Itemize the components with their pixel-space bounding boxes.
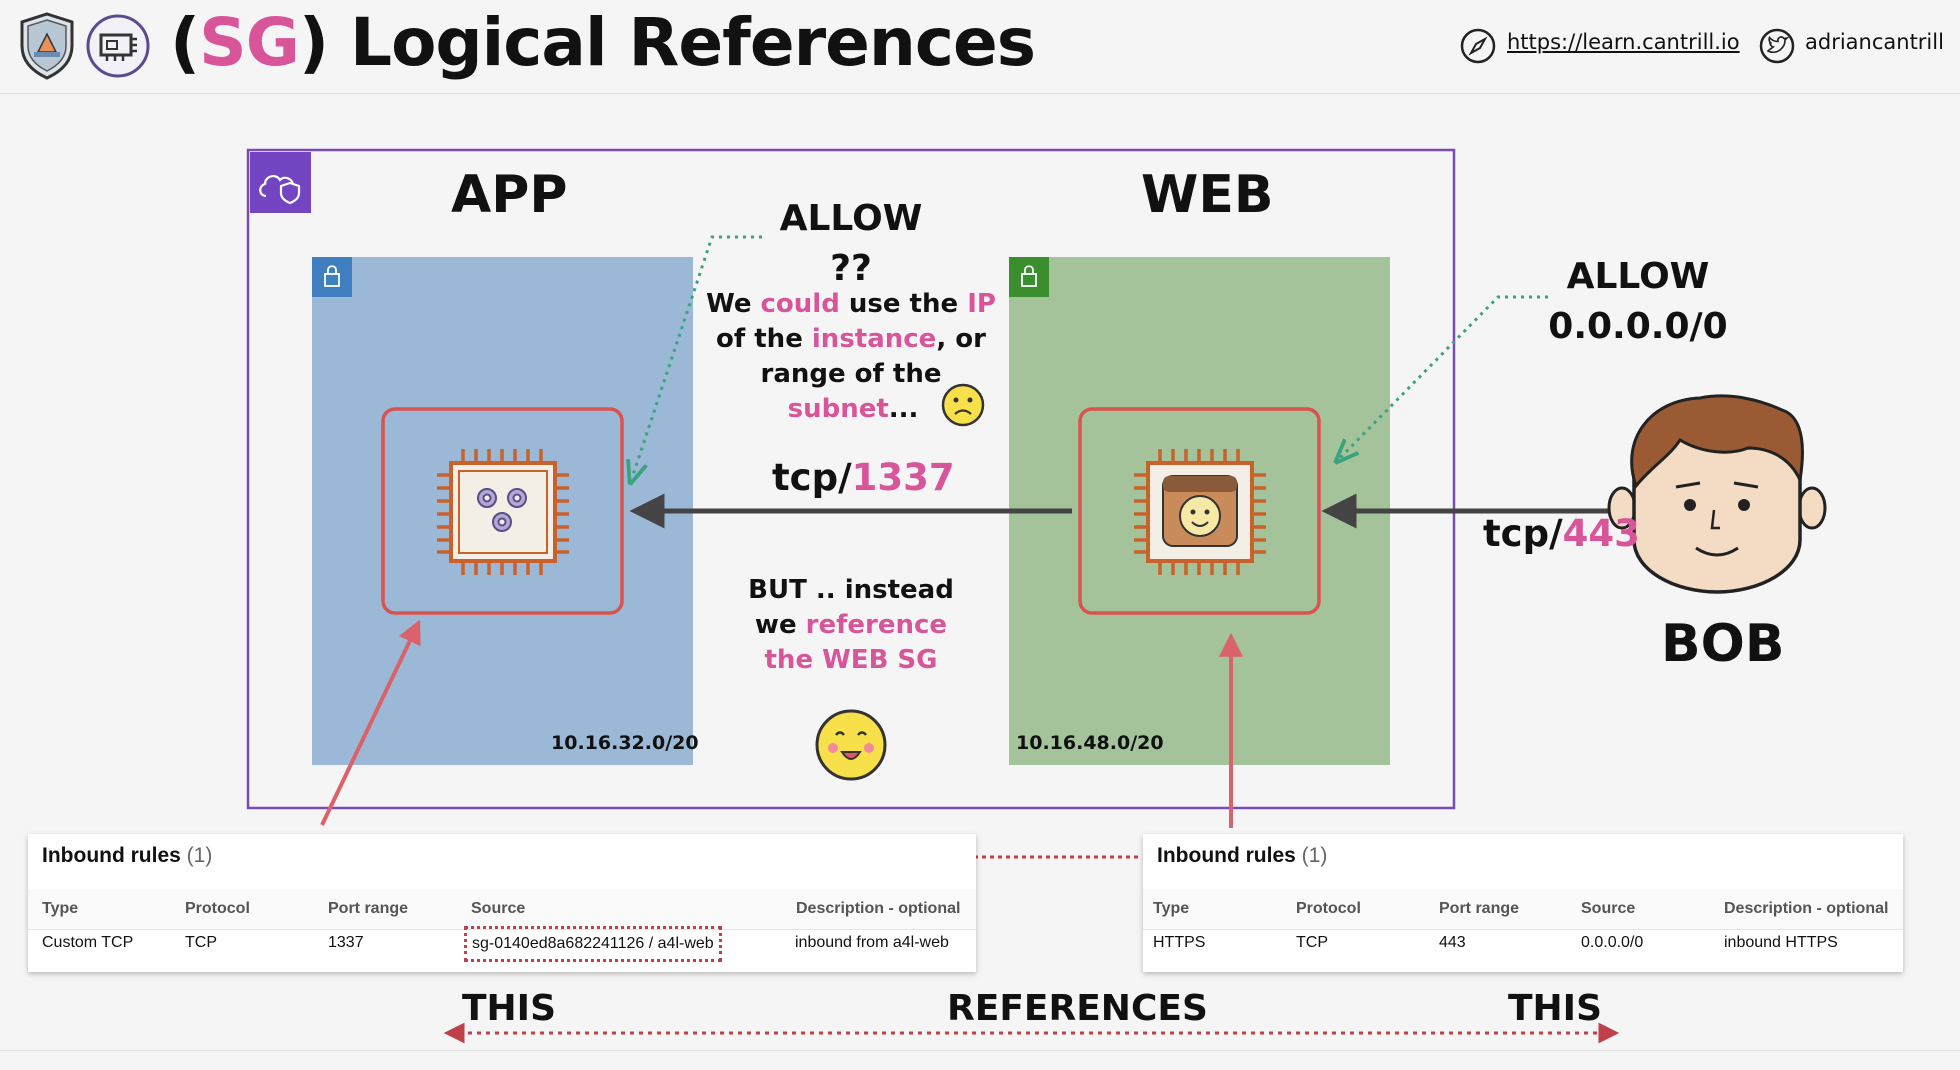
web-lock-icon	[1021, 265, 1037, 287]
course-logo-icon	[86, 14, 150, 78]
app-label: APP	[451, 165, 568, 225]
security-group-badge	[250, 152, 311, 213]
web-subnet-cidr: 10.16.48.0/20	[1016, 732, 1164, 754]
green-pointer-web	[1340, 295, 1548, 458]
column-header[interactable]: Type	[42, 900, 79, 917]
bob-avatar-icon	[1607, 394, 1827, 594]
column-header[interactable]: Port range	[1439, 900, 1520, 917]
footer-this-right: THIS	[1508, 988, 1603, 1029]
sad-face-icon	[941, 383, 985, 427]
gears-icon	[477, 488, 527, 532]
ip-option-note: We could use the IP of the instance, or …	[706, 289, 996, 424]
column-header[interactable]: Description - optional	[1724, 900, 1889, 917]
column-header[interactable]: Protocol	[1296, 900, 1361, 917]
app-lock-icon	[324, 265, 340, 287]
footer-divider	[0, 1050, 1960, 1051]
app-rules-title: Inbound rules (1)	[42, 844, 213, 867]
rule-source: 0.0.0.0/0	[1581, 934, 1644, 951]
page-title: (SG) Logical References	[170, 4, 1036, 81]
rule-type: HTTPS	[1153, 934, 1206, 951]
website-link[interactable]: https://learn.cantrill.io	[1507, 30, 1740, 54]
rule-protocol: TCP	[1296, 934, 1328, 951]
tcp-443-label: tcp/443	[1483, 512, 1640, 555]
column-header[interactable]: Port range	[328, 900, 409, 917]
app-subnet-cidr: 10.16.32.0/20	[551, 732, 699, 754]
happy-face-icon	[815, 709, 887, 781]
web-rules-title: Inbound rules (1)	[1157, 844, 1328, 867]
rule-port-range: 1337	[328, 934, 364, 951]
tcp-1337-label: tcp/1337	[772, 456, 955, 499]
web-app-icon	[1162, 475, 1238, 547]
rule-port-range: 443	[1439, 934, 1466, 951]
column-header[interactable]: Type	[1153, 900, 1190, 917]
app-instance-box	[381, 407, 624, 615]
rule-type: Custom TCP	[42, 934, 134, 951]
red-arrow-app	[320, 619, 421, 826]
cloud-shield-icon	[259, 174, 301, 205]
app-rules-header-row: Type Protocol Port range Source Descript…	[28, 889, 976, 930]
rule-protocol: TCP	[185, 934, 217, 951]
twitter-icon	[1759, 28, 1795, 64]
twitter-handle[interactable]: adriancantrill	[1805, 30, 1944, 54]
compass-icon	[1460, 28, 1496, 64]
footer-this-left: THIS	[462, 988, 557, 1029]
web-rules-header-row: Type Protocol Port range Source Descript…	[1143, 889, 1903, 930]
allow-all-note: ALLOW 0.0.0.0/0	[1548, 256, 1728, 347]
app-inbound-rules-table: Inbound rules (1) Type Protocol Port ran…	[28, 834, 976, 972]
reference-note: BUT .. instead we reference the WEB SG	[748, 575, 954, 675]
column-header[interactable]: Source	[1581, 900, 1636, 917]
app-subnet-lock-badge	[312, 257, 352, 297]
rule-description: inbound from a4l-web	[795, 934, 949, 951]
bob-label: BOB	[1661, 614, 1785, 674]
column-header[interactable]: Protocol	[185, 900, 250, 917]
web-subnet-lock-badge	[1009, 257, 1049, 297]
rule-description: inbound HTTPS	[1724, 934, 1838, 951]
column-header[interactable]: Description - optional	[796, 900, 961, 917]
green-pointer-app	[632, 235, 762, 478]
header-bar: (SG) Logical References https://learn.ca…	[0, 0, 1960, 94]
app-chip-icon	[437, 449, 569, 575]
web-label: WEB	[1141, 165, 1274, 225]
allow-question-note: ALLOW ??	[779, 198, 923, 289]
shield-logo-icon	[20, 12, 74, 80]
footer-references: REFERENCES	[947, 988, 1208, 1029]
security-group-boundary	[246, 148, 1456, 810]
web-inbound-rules-table: Inbound rules (1) Type Protocol Port ran…	[1143, 834, 1903, 972]
column-header[interactable]: Source	[471, 900, 526, 917]
web-instance-box	[1078, 407, 1321, 615]
rule-source-sg-reference[interactable]: sg-0140ed8a682241126 / a4l-web	[464, 926, 722, 962]
